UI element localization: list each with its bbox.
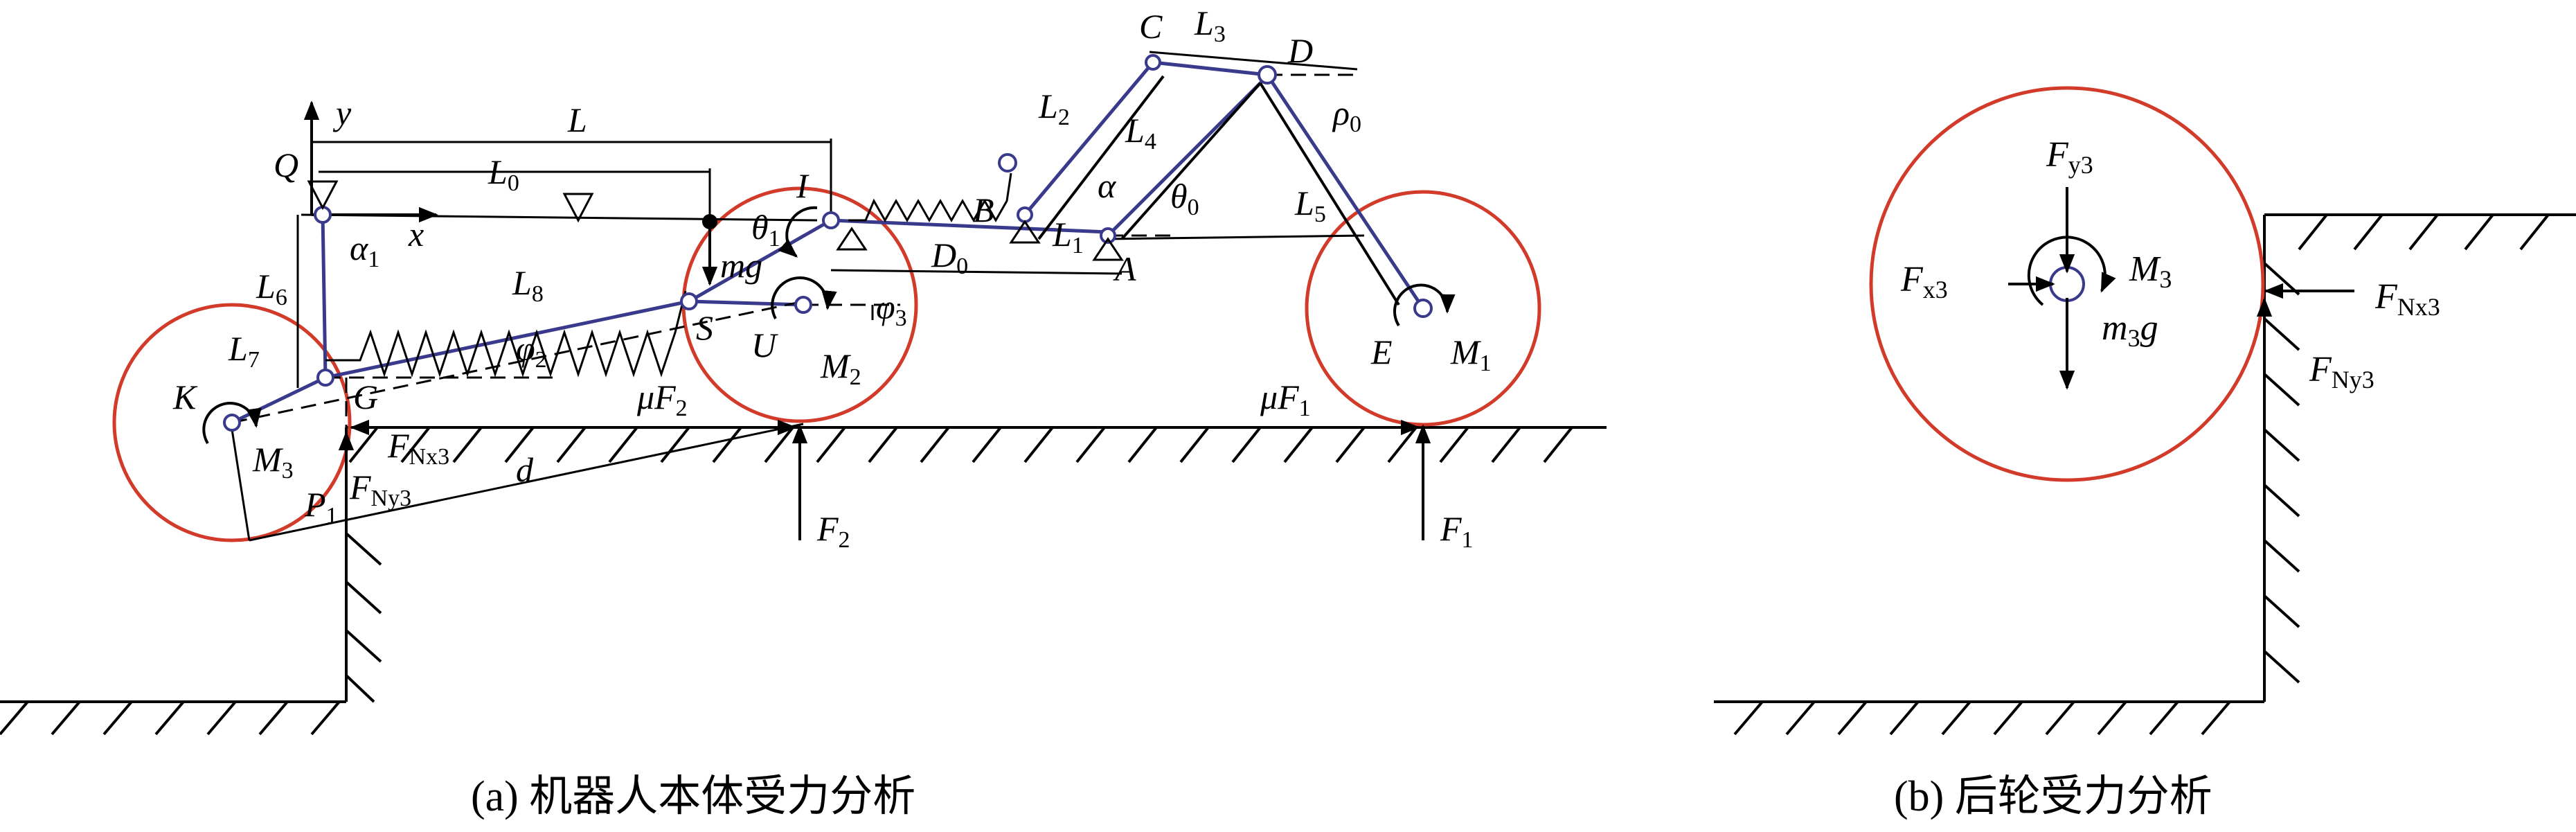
joint-C — [1145, 54, 1161, 71]
label-d: d — [516, 450, 534, 489]
label-L6: L6 — [256, 267, 287, 310]
label-phi2: φ2 — [516, 329, 547, 373]
joint-K — [223, 414, 241, 432]
label-L4: L4 — [1125, 111, 1156, 154]
label-C: C — [1139, 7, 1163, 46]
label-rho0: ρ0 — [1332, 94, 1361, 137]
label-F2: F2 — [816, 509, 850, 553]
label-b-Fy3: Fy3 — [2046, 135, 2093, 179]
label-Q: Q — [274, 145, 298, 184]
joint-B — [1017, 206, 1033, 223]
label-L3: L3 — [1194, 3, 1226, 47]
label-alpha1: α1 — [350, 229, 379, 272]
label-FNx3: FNx3 — [387, 426, 449, 470]
label-muF2: μF2 — [636, 378, 688, 421]
joint-A — [1100, 227, 1116, 244]
joint-G — [316, 369, 334, 387]
label-phi3: φ3 — [876, 287, 907, 331]
label-B: B — [973, 191, 994, 229]
force-arrows — [338, 222, 1431, 540]
label-F1: F1 — [1440, 509, 1474, 553]
force-arrows-b — [2008, 187, 2354, 390]
label-I: I — [796, 166, 810, 205]
panel-b: Fy3 Fx3 M3 m3g FNx3 FNy3 (b) 后轮受力分析 — [1714, 86, 2576, 820]
panel-a: y x L L0 Q α1 L6 L7 L8 K G M3 FNx3 FNy3 … — [0, 3, 1607, 820]
label-y: y — [332, 94, 352, 132]
pivot-supports — [307, 180, 1124, 261]
label-L7: L7 — [228, 329, 260, 373]
spring-front — [848, 153, 1017, 223]
labels-panel-a: y x L L0 Q α1 L6 L7 L8 K G M3 FNx3 FNy3 … — [172, 3, 1492, 553]
label-b-m3g: m3g — [2102, 308, 2158, 352]
joint-D — [1258, 65, 1277, 85]
label-b-FNx3: FNx3 — [2374, 277, 2440, 321]
labels-panel-b: Fy3 Fx3 M3 m3g FNx3 FNy3 — [1900, 135, 2440, 393]
label-L1: L1 — [1052, 215, 1084, 258]
label-S: S — [696, 308, 713, 347]
ground-b — [1714, 213, 2576, 736]
label-G: G — [353, 378, 378, 416]
ground-upper — [346, 426, 1607, 463]
label-M3: M3 — [252, 440, 294, 484]
label-mg: mg — [720, 246, 762, 285]
joint-U — [794, 296, 812, 314]
label-L8: L8 — [512, 263, 544, 307]
label-L2: L2 — [1038, 87, 1070, 130]
label-FNy3: FNy3 — [349, 468, 411, 511]
coordinate-axes — [301, 100, 818, 223]
joint-I — [822, 211, 840, 229]
label-A: A — [1113, 249, 1136, 288]
label-L: L — [567, 100, 587, 139]
label-L5: L5 — [1294, 184, 1326, 227]
construction-lines — [231, 73, 1357, 542]
label-E: E — [1370, 333, 1393, 371]
caption-b: (b) 后轮受力分析 — [1894, 773, 2212, 820]
label-K: K — [172, 378, 198, 416]
rear-wheel-a — [112, 303, 352, 542]
label-P1: P1 — [304, 485, 338, 529]
label-D: D — [1287, 31, 1313, 70]
ground-step — [0, 427, 382, 736]
leg-rails — [1037, 75, 1400, 306]
label-M2: M2 — [820, 346, 861, 390]
moment-arcs — [202, 206, 1456, 445]
label-L0: L0 — [488, 152, 519, 196]
label-b-M3: M3 — [2129, 249, 2172, 293]
rear-wheel-b — [1869, 86, 2265, 482]
caption-a: (a) 机器人本体受力分析 — [471, 773, 915, 820]
joint-S — [680, 292, 698, 310]
spring-rear — [325, 290, 687, 378]
joint-E — [1413, 299, 1433, 318]
label-alpha: α — [1098, 166, 1117, 205]
label-muF1: μF1 — [1260, 378, 1311, 421]
wheel-b-center — [2049, 266, 2085, 302]
label-M1: M1 — [1450, 333, 1492, 376]
label-D0: D0 — [931, 236, 968, 279]
label-theta0: θ0 — [1170, 177, 1199, 220]
label-b-FNy3: FNy3 — [2309, 350, 2374, 393]
joints — [223, 54, 1433, 432]
label-theta1: θ1 — [751, 208, 780, 251]
label-U: U — [751, 326, 778, 364]
label-x: x — [408, 215, 424, 254]
label-b-Fx3: Fx3 — [1900, 260, 1948, 303]
